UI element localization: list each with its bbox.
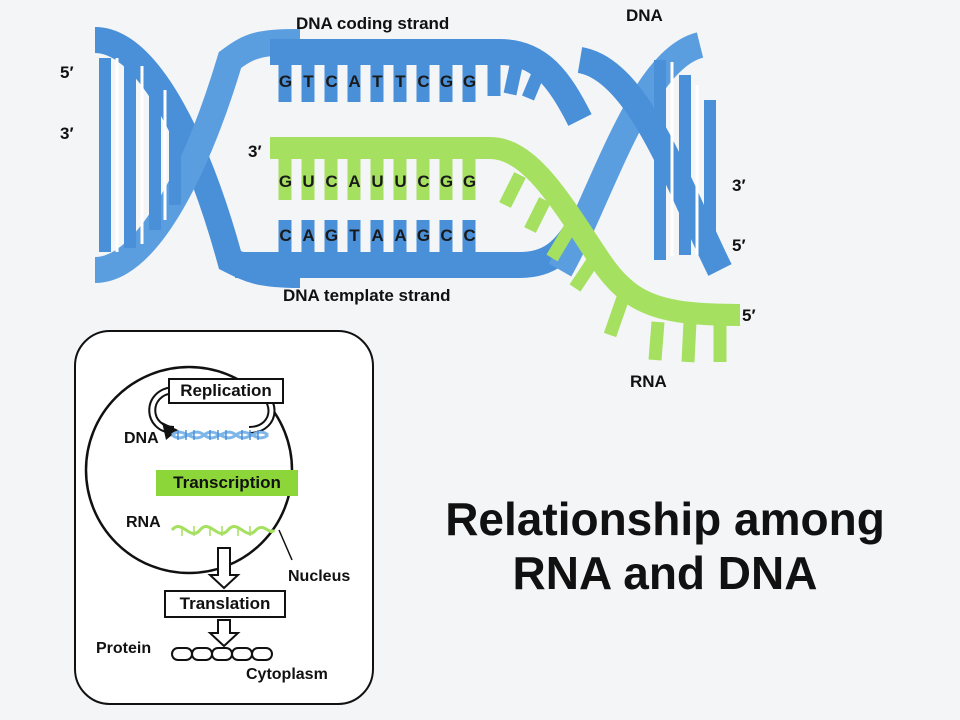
rna-base: U: [394, 172, 407, 191]
dna-label: DNA: [626, 6, 663, 25]
panel-graphics: [84, 365, 294, 661]
down-arrow-translation: [207, 547, 241, 590]
rna-start-prime: 3′: [248, 142, 262, 161]
template-base: C: [279, 226, 292, 245]
coding-base: G: [462, 72, 477, 91]
rna-base: C: [325, 172, 338, 191]
panel-rna-label: RNA: [126, 514, 161, 531]
template-base: C: [440, 226, 453, 245]
coding-strand-label: DNA coding strand: [296, 14, 450, 33]
title-line-1: Relationship among: [445, 493, 885, 545]
rna-base: U: [302, 172, 315, 191]
coding-base: T: [372, 72, 383, 91]
coding-strand-backbone: [270, 39, 592, 126]
rna-base: G: [439, 172, 454, 191]
template-base: G: [324, 226, 339, 245]
panel-dna-label: DNA: [124, 430, 159, 447]
transcription-box: Transcription: [156, 470, 298, 496]
template-base: G: [416, 226, 431, 245]
template-base: A: [394, 226, 407, 245]
nucleus-label: Nucleus: [288, 568, 351, 585]
rna-end-prime: 5′: [742, 306, 756, 325]
rna-base: G: [462, 172, 477, 191]
slide-title: Relationship among RNA and DNA: [385, 492, 945, 600]
title-line-2: RNA and DNA: [512, 547, 818, 599]
rna-strand: [270, 137, 741, 363]
left-mid-prime: 3′: [60, 124, 74, 143]
rna-base: C: [417, 172, 430, 191]
coding-base: A: [348, 72, 361, 91]
coding-base: G: [439, 72, 454, 91]
protein-chain: [171, 647, 273, 661]
central-dogma-panel: Replication DNA Transcription RNA Nucleu…: [74, 330, 374, 705]
rna-label: RNA: [630, 372, 667, 391]
replication-box: Replication: [168, 378, 284, 404]
rna-base: G: [278, 172, 293, 191]
left-helix: [93, 27, 301, 288]
template-base: A: [302, 226, 315, 245]
template-base: C: [463, 226, 476, 245]
right-bottom-prime: 5′: [732, 236, 746, 255]
coding-base: G: [278, 72, 293, 91]
template-base: T: [349, 226, 360, 245]
right-top-prime: 3′: [732, 176, 746, 195]
rna-base: A: [348, 172, 361, 191]
coding-base: T: [395, 72, 406, 91]
protein-label: Protein: [96, 640, 152, 657]
cytoplasm-label: Cytoplasm: [246, 666, 328, 683]
small-dna-helix: [171, 430, 269, 440]
translation-box: Translation: [164, 590, 286, 618]
coding-base: T: [303, 72, 314, 91]
rna-base: U: [371, 172, 384, 191]
template-base: A: [371, 226, 384, 245]
small-rna-wave: [170, 525, 276, 535]
template-strand-label: DNA template strand: [283, 286, 451, 305]
coding-base: C: [325, 72, 338, 91]
coding-base: C: [417, 72, 430, 91]
left-top-prime: 5′: [60, 63, 74, 82]
down-arrow-protein: [207, 619, 241, 648]
